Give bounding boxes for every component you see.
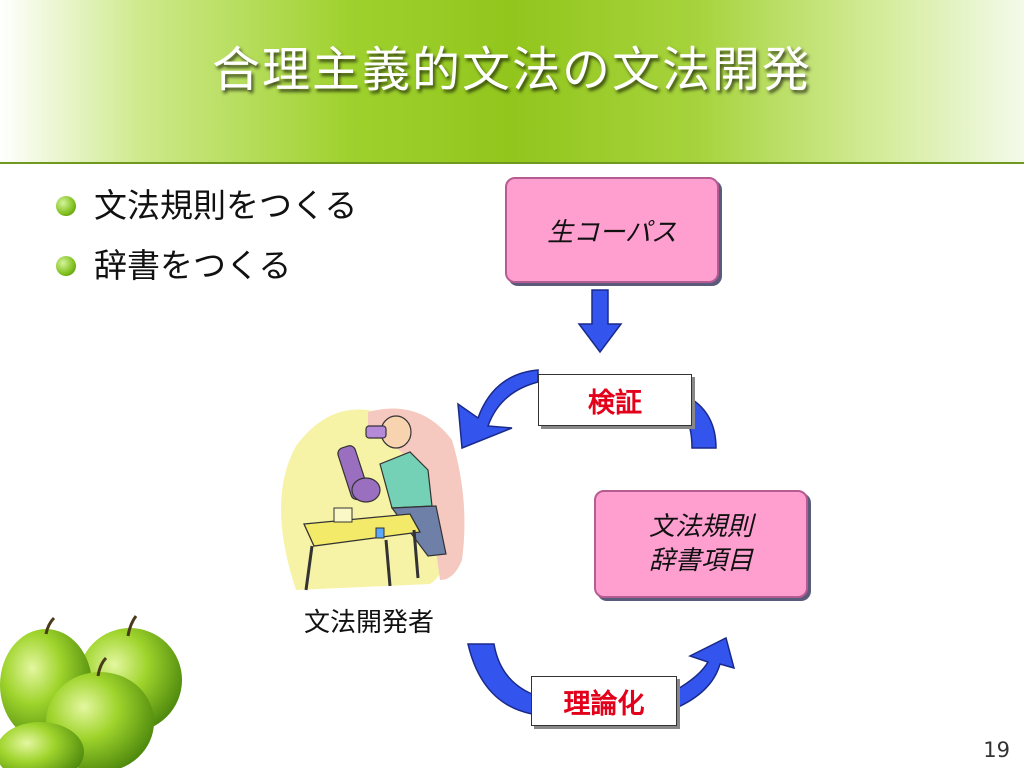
down-arrow-icon: [577, 289, 623, 354]
grammar-rules-box: 文法規則 辞書項目: [594, 490, 808, 598]
raw-corpus-label: 生コーパス: [547, 217, 677, 248]
theorize-label: 理論化: [531, 676, 677, 726]
bullet-icon: [56, 196, 76, 216]
scientist-microscope-clipart: [281, 408, 465, 591]
bullet-list: 文法規則をつくる 辞書をつくる: [52, 182, 357, 302]
green-apples-clipart: [0, 615, 182, 768]
grammar-rules-line: 文法規則: [648, 512, 753, 542]
curved-arrow-icon: [457, 369, 539, 450]
verify-label-text: 検証: [588, 387, 642, 419]
bullet-item: 文法規則をつくる: [52, 182, 357, 242]
title-banner: [0, 0, 1024, 164]
bullet-text: 文法規則をつくる: [94, 186, 358, 225]
bullet-text: 辞書をつくる: [94, 246, 292, 285]
verify-label: 検証: [538, 374, 692, 426]
curved-arrow-icon: [675, 636, 736, 710]
page-title: 合理主義的文法の文法開発: [211, 42, 812, 98]
dictionary-items-line: 辞書項目: [648, 546, 753, 576]
raw-corpus-box: 生コーパス: [505, 177, 719, 283]
page-number: 19: [983, 738, 1010, 762]
grammar-developer-label: 文法開発者: [304, 608, 435, 638]
bullet-item: 辞書をつくる: [52, 242, 357, 302]
theorize-label-text: 理論化: [563, 688, 645, 720]
bullet-icon: [56, 256, 76, 276]
curved-arrow-icon: [467, 643, 533, 715]
